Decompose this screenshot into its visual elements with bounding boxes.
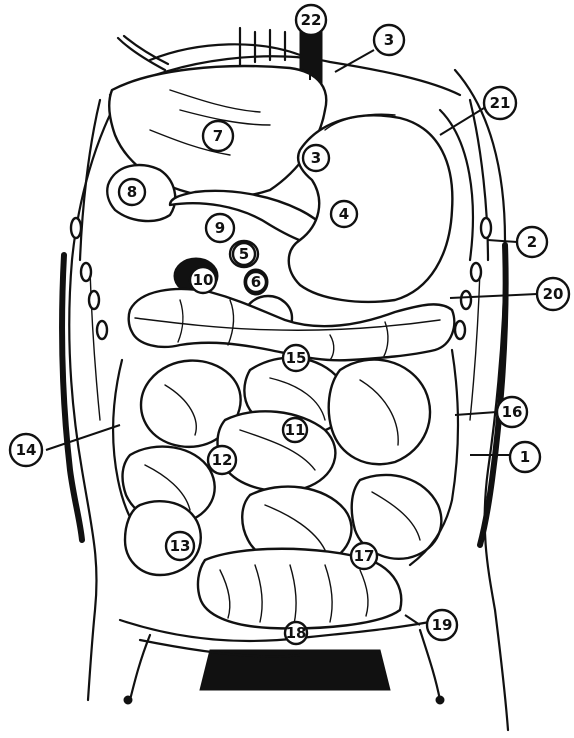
callout-9: 9 (206, 214, 234, 242)
callout-11: 11 (283, 418, 307, 442)
callout-5: 5 (233, 243, 255, 265)
callout-label-3b: 3 (311, 149, 321, 167)
callout-22: 22 (296, 5, 326, 35)
callout-4: 4 (331, 201, 357, 227)
callout-20: 20 (537, 278, 569, 310)
callout-2: 2 (517, 227, 547, 257)
callout-13: 13 (166, 532, 194, 560)
callout-16: 16 (497, 397, 527, 427)
callout-label-8: 8 (127, 183, 137, 201)
callout-3b: 3 (303, 145, 329, 171)
callout-label-20: 20 (543, 285, 564, 303)
callout-label-16: 16 (502, 403, 523, 421)
callout-18: 18 (285, 622, 307, 644)
callout-17: 17 (351, 543, 377, 569)
callout-21: 21 (484, 87, 516, 119)
callout-label-14: 14 (16, 441, 37, 459)
callout-label-13: 13 (170, 537, 191, 555)
callout-label-1: 1 (520, 448, 530, 466)
callout-14: 14 (10, 434, 42, 466)
callout-label-9: 9 (215, 219, 225, 237)
callout-label-19: 19 (432, 616, 453, 634)
callout-label-7: 7 (213, 127, 223, 145)
callout-12: 12 (208, 446, 236, 474)
callout-8: 8 (119, 179, 145, 205)
callout-label-6: 6 (251, 273, 261, 291)
callout-label-12: 12 (212, 451, 233, 469)
callout-6: 6 (246, 272, 266, 292)
callout-19: 19 (427, 610, 457, 640)
callout-7: 7 (203, 121, 233, 151)
callout-3a: 3 (374, 25, 404, 55)
callout-label-21: 21 (490, 94, 511, 112)
callout-label-5: 5 (239, 245, 249, 263)
callout-label-4: 4 (339, 205, 349, 223)
callout-10: 10 (190, 267, 216, 293)
callout-label-15: 15 (286, 349, 307, 367)
callout-label-10: 10 (193, 271, 214, 289)
callout-label-17: 17 (354, 547, 375, 565)
callout-label-3a: 3 (384, 31, 394, 49)
stomach (289, 114, 453, 302)
callout-label-22: 22 (301, 11, 322, 29)
callout-15: 15 (283, 345, 309, 371)
callout-label-11: 11 (285, 421, 306, 439)
callout-label-2: 2 (527, 233, 537, 251)
callout-label-18: 18 (286, 624, 307, 642)
callout-1: 1 (510, 442, 540, 472)
rectum (198, 549, 401, 690)
